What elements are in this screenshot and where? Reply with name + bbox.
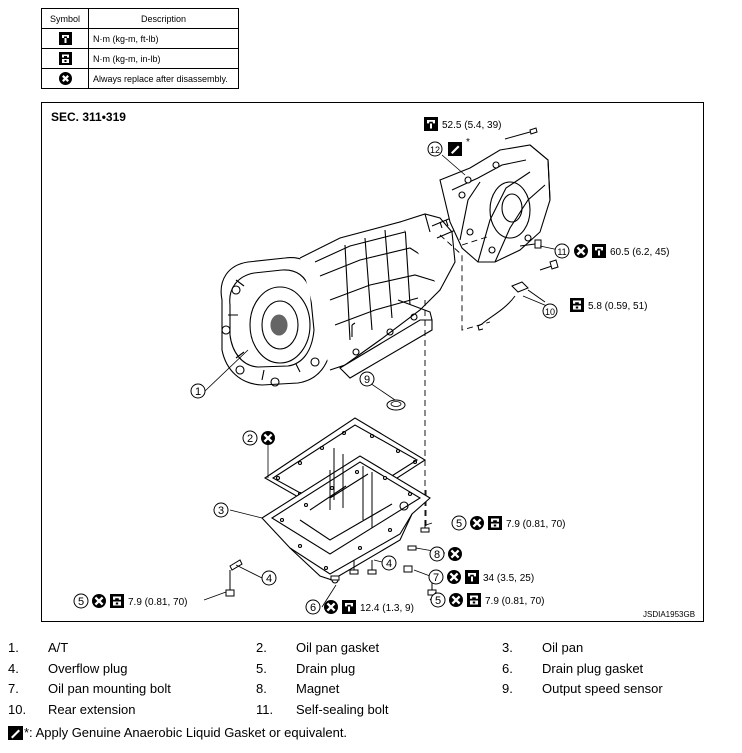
callout-11: 11 (554, 242, 606, 260)
symbol-row: N·m (kg-m, ft-lb) (41, 28, 239, 49)
svg-text:4: 4 (266, 573, 272, 585)
torque-12-4: 12.4 (1.3, 9) (360, 603, 414, 614)
always-replace-icon (58, 72, 72, 85)
symbol-description: Always replace after disassembly. (88, 68, 239, 89)
torque-7-9-upper: 7.9 (0.81, 70) (506, 519, 565, 530)
rear-extension-housing (439, 144, 551, 263)
callout-12: 12 * (427, 137, 470, 157)
oil-pan (261, 455, 431, 584)
svg-text:4: 4 (386, 558, 392, 570)
image-code: JSDIA1953GB (643, 610, 695, 619)
torque-wrench-icon (424, 117, 438, 131)
torque-7-9-left: 7.9 (0.81, 70) (128, 597, 187, 608)
rear-extension-bolts (504, 127, 559, 271)
callout-5-lower: 5 (430, 591, 481, 609)
symbol-table-header: Symbol Description (41, 8, 239, 29)
diagram-frame (41, 102, 704, 622)
torque-values: 52.5 (5.4, 39) 60.5 (6.2, 45) 5.8 (0.59,… (128, 120, 669, 614)
symbol-table: Symbol Description N·m (kg-m, ft-lb) N·m… (41, 8, 239, 89)
footnote: *: Apply Genuine Anaerobic Liquid Gasket… (8, 725, 347, 741)
svg-text:5: 5 (435, 595, 441, 607)
asterisk-mark: * (466, 137, 470, 148)
footnote-text: *: Apply Genuine Anaerobic Liquid Gasket… (24, 725, 348, 740)
callout-9: 9 (359, 371, 375, 387)
svg-text:7: 7 (433, 572, 439, 584)
symbol-row: Always replace after disassembly. (41, 68, 239, 89)
svg-text:5: 5 (456, 518, 462, 530)
torque-wrench-icon (58, 32, 72, 45)
callout-7: 7 (428, 568, 479, 586)
callout-10: 10 (542, 303, 558, 319)
callout-8: 8 (429, 545, 464, 563)
callout-3: 3 (213, 502, 229, 518)
svg-text:3: 3 (218, 505, 224, 517)
callouts: 1 2 3 4 4 9 12 (73, 137, 606, 616)
svg-text:12: 12 (430, 145, 440, 155)
callout-4-left: 4 (261, 570, 277, 586)
svg-text:6: 6 (310, 602, 316, 614)
svg-text:9: 9 (364, 374, 370, 386)
liquid-gasket-icon (8, 726, 23, 741)
torque-34: 34 (3.5, 25) (483, 573, 534, 584)
callout-4-right: 4 (381, 555, 397, 571)
callout-2: 2 (242, 429, 277, 447)
torque-wrench-inlb-icon (58, 52, 72, 65)
alignment-lines (424, 234, 491, 530)
svg-text:5: 5 (78, 596, 84, 608)
svg-text:2: 2 (247, 433, 253, 445)
torque-7-9-lower: 7.9 (0.81, 70) (485, 596, 544, 607)
torque-5-8: 5.8 (0.59, 51) (588, 301, 647, 312)
callout-1: 1 (190, 383, 206, 399)
callout-5-upper: 5 (451, 514, 502, 532)
svg-text:8: 8 (434, 549, 440, 561)
torque-wrench-inlb-icon (570, 298, 584, 312)
output-speed-sensor (477, 281, 546, 331)
transmission-assembly (220, 209, 477, 387)
svg-text:1: 1 (195, 386, 201, 398)
torque-52-5: 52.5 (5.4, 39) (442, 120, 501, 131)
torque-60-5: 60.5 (6.2, 45) (610, 247, 669, 258)
section-title: SEC. 311•319 (51, 110, 126, 124)
svg-text:11: 11 (557, 247, 566, 257)
svg-text:10: 10 (545, 307, 555, 317)
callout-6: 6 (305, 598, 356, 616)
callout-5-left: 5 (73, 592, 124, 610)
